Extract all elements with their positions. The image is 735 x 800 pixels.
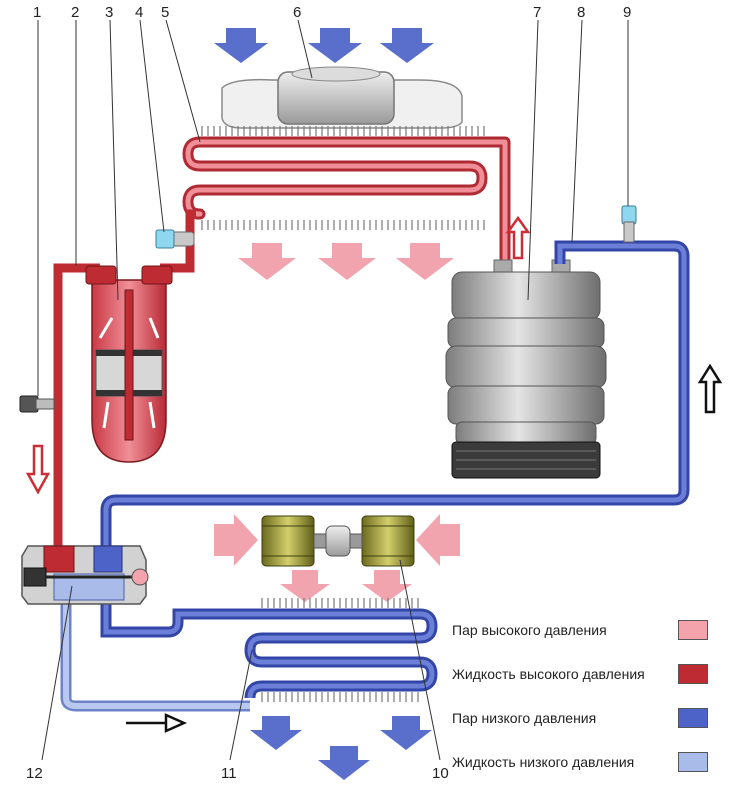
hp-vapor-swatch-icon — [678, 620, 708, 640]
air-arrow-icon — [250, 716, 302, 750]
receiver-drier — [85, 265, 173, 463]
legend-item-hp-liquid: Жидкость высокого давления — [452, 656, 722, 700]
air-arrow-icon — [396, 243, 454, 280]
hp-liquid-swatch-icon — [678, 664, 708, 684]
lp-liquid-line — [60, 600, 250, 712]
legend-label: Пар низкого давления — [452, 710, 597, 726]
legend-item-lp-vapor: Пар низкого давления — [452, 700, 722, 744]
lp-liquid-flow-arrow-icon — [126, 713, 188, 733]
pressure-switch — [19, 395, 55, 413]
compressor — [445, 259, 607, 479]
callout-numbers: 1 2 3 4 5 6 7 8 9 10 11 12 — [26, 4, 631, 782]
legend: Пар высокого давления Жидкость высокого … — [452, 612, 722, 788]
callout-10: 10 — [432, 765, 449, 782]
air-arrow-icon — [362, 570, 412, 602]
air-arrow-icon — [416, 514, 460, 566]
callout-12: 12 — [26, 765, 43, 782]
callout-8: 8 — [577, 4, 585, 21]
air-arrow-icon — [214, 514, 258, 566]
air-arrow-icon — [318, 746, 370, 780]
evaporator — [244, 598, 438, 702]
callout-1: 1 — [33, 4, 41, 21]
air-arrow-icon — [214, 28, 268, 63]
legend-label: Пар высокого давления — [452, 622, 607, 638]
lp-vapor-flow-arrow-icon — [697, 363, 723, 414]
leader-lines — [37, 19, 629, 761]
lp-vapor-line — [100, 240, 690, 638]
callout-4: 4 — [135, 4, 143, 21]
condenser-intake-airflow — [214, 28, 434, 63]
callout-7: 7 — [533, 4, 541, 21]
hp-liquid-flow-arrow-icon — [25, 444, 51, 495]
condenser-fan — [221, 66, 463, 129]
legend-label: Жидкость низкого давления — [452, 754, 635, 770]
lp-liquid-swatch-icon — [678, 752, 708, 772]
callout-2: 2 — [71, 4, 79, 21]
legend-label: Жидкость высокого давления — [452, 666, 645, 682]
service-valve-low — [621, 205, 637, 243]
air-arrow-icon — [280, 570, 330, 602]
evaporator-outlet-airflow — [250, 716, 432, 780]
callout-11: 11 — [221, 765, 237, 782]
callout-5: 5 — [161, 4, 169, 21]
evaporator-blower — [214, 514, 460, 602]
air-arrow-icon — [308, 28, 362, 63]
air-arrow-icon — [318, 243, 376, 280]
callout-3: 3 — [105, 4, 113, 21]
air-arrow-icon — [380, 716, 432, 750]
expansion-valve — [21, 545, 149, 605]
callout-9: 9 — [623, 4, 631, 21]
air-arrow-icon — [238, 243, 296, 280]
hp-vapor-flow-arrow-icon — [505, 215, 531, 260]
condenser — [182, 126, 511, 265]
legend-item-hp-vapor: Пар высокого давления — [452, 612, 722, 656]
legend-item-lp-liquid: Жидкость низкого давления — [452, 744, 722, 788]
callout-6: 6 — [293, 4, 301, 21]
condenser-exhaust-airflow — [238, 243, 454, 280]
air-arrow-icon — [380, 28, 434, 63]
service-valve-high — [155, 229, 195, 249]
lp-vapor-swatch-icon — [678, 708, 708, 728]
